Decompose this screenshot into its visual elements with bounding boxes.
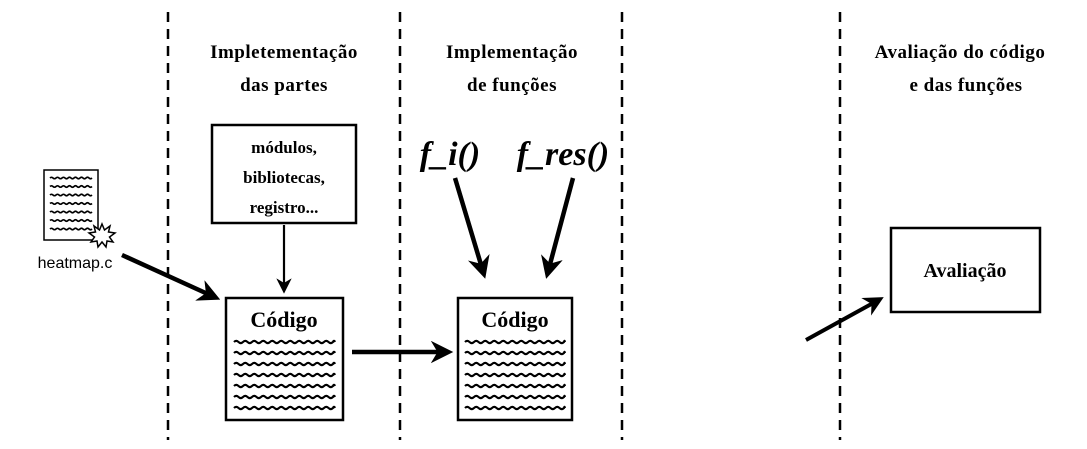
wavy-text-line: [464, 383, 567, 389]
libraries-line2: bibliotecas,: [243, 168, 325, 187]
wavy-text-line: [49, 184, 93, 189]
function-label-f-res: f_res(): [517, 136, 610, 173]
header-parts-line2: das partes: [240, 75, 328, 96]
code-box-2: [456, 296, 574, 422]
wavy-text-line: [233, 361, 337, 367]
wavy-text-line: [464, 405, 567, 411]
wavy-text-line: [233, 405, 337, 411]
evaluation-label: Avaliação: [924, 260, 1007, 282]
code-box-1-title: Código: [250, 307, 317, 332]
wavy-text-line: [49, 201, 93, 206]
wavy-text-line: [49, 210, 93, 214]
code-box-2-title: Código: [481, 307, 548, 332]
arrow-f-i-to-code: [452, 177, 490, 279]
libraries-line3: registro...: [250, 198, 319, 217]
wavy-text-line: [233, 383, 337, 389]
wavy-text-line: [233, 372, 337, 378]
wavy-text-line: [464, 339, 567, 345]
wavy-text-line: [49, 227, 93, 231]
file-icon: [43, 169, 117, 249]
wavy-text-line: [49, 176, 93, 180]
header-evaluation-line2: e das funções: [909, 75, 1022, 96]
header-parts-line1: Impletementação: [210, 42, 358, 63]
header-evaluation-line1: Avaliação do código: [875, 42, 1046, 63]
code-box-2-lines: [464, 339, 567, 411]
arrow-f-res-to-code: [541, 177, 576, 279]
arrow-file-to-code: [121, 252, 221, 301]
wavy-text-line: [233, 339, 337, 345]
libraries-line1: módulos,: [251, 138, 317, 157]
header-functions-line1: Implementação: [446, 42, 578, 63]
function-label-f-i: f_i(): [420, 136, 480, 173]
wavy-text-line: [464, 350, 567, 356]
wavy-text-line: [464, 372, 567, 378]
wavy-text-line: [49, 193, 93, 197]
libraries-box: [210, 123, 358, 225]
star-icon: [87, 222, 117, 249]
arrow-to-evaluation: [805, 297, 884, 342]
code-box-1-lines: [233, 339, 337, 411]
wavy-text-line: [464, 394, 567, 400]
wavy-text-line: [464, 361, 567, 367]
wavy-text-line: [233, 350, 337, 356]
header-functions-line2: de funções: [467, 75, 557, 96]
file-label: heatmap.c: [38, 255, 113, 272]
code-box-1: [224, 296, 345, 422]
evaluation-box: [889, 226, 1042, 314]
wavy-text-line: [49, 218, 93, 223]
wavy-text-line: [233, 394, 337, 400]
